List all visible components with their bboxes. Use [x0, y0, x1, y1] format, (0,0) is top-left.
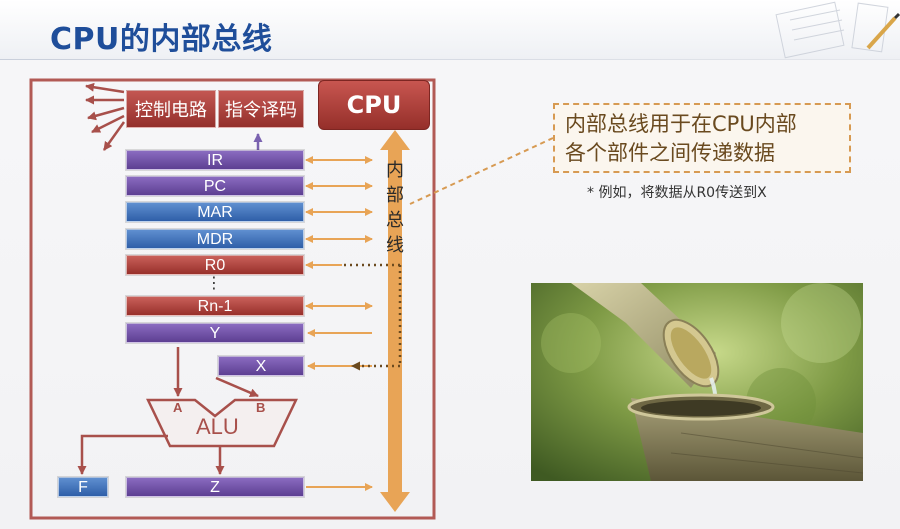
r0-to-x-path	[344, 263, 402, 371]
bus-label-char: 内	[386, 160, 404, 181]
alu-label: ALU	[196, 414, 239, 439]
alu-output-arrows	[77, 434, 225, 475]
alu-label-shadow: ALU	[196, 414, 239, 439]
internal-bus-callout: 内部总线用于在CPU内部 各个部件之间传递数据	[553, 103, 851, 173]
register-y: Y	[126, 323, 304, 343]
register-r0: R0	[126, 255, 304, 275]
callout-line-1: 内部总线用于在CPU内部	[565, 112, 797, 136]
bus-label-char: 部	[386, 185, 404, 206]
register-f: F	[58, 477, 108, 497]
instruction-decoder-box: 指令译码	[218, 90, 304, 128]
alu-shape	[146, 398, 298, 448]
alu-input-a-label: A	[173, 400, 183, 415]
register-mdr: MDR	[126, 229, 304, 249]
register-pc: PC	[126, 176, 304, 196]
example-note: * 例如，将数据从R0传送到X	[587, 185, 767, 201]
callout-line-2: 各个部件之间传递数据	[565, 141, 775, 165]
register-rn1: Rn-1	[126, 296, 304, 316]
title-bar: CPU的内部总线	[0, 0, 900, 60]
register-bus-arrows	[305, 156, 373, 491]
page-title: CPU的内部总线	[50, 22, 273, 57]
control-signal-arrows	[85, 82, 126, 151]
alu-input-b-label: B	[256, 400, 266, 415]
bus-label-char: 总	[386, 210, 404, 231]
cpu-frame	[29, 78, 436, 520]
register-ir: IR	[126, 150, 304, 170]
cpu-label: CPU	[318, 80, 430, 130]
callout-connector	[409, 137, 554, 205]
register-ellipsis: ⋮	[206, 275, 222, 292]
internal-bus	[380, 130, 410, 512]
alu-input-arrows	[173, 347, 259, 398]
drafting-tools-decoration	[775, 1, 900, 59]
internal-bus-label: 内 部 总 线	[381, 158, 409, 258]
register-x: X	[218, 356, 304, 376]
control-circuit-box: 控制电路	[126, 90, 216, 128]
bus-label-char: 线	[386, 235, 404, 256]
register-z: Z	[126, 477, 304, 497]
register-mar: MAR	[126, 202, 304, 222]
bamboo-water-photo	[531, 283, 863, 481]
